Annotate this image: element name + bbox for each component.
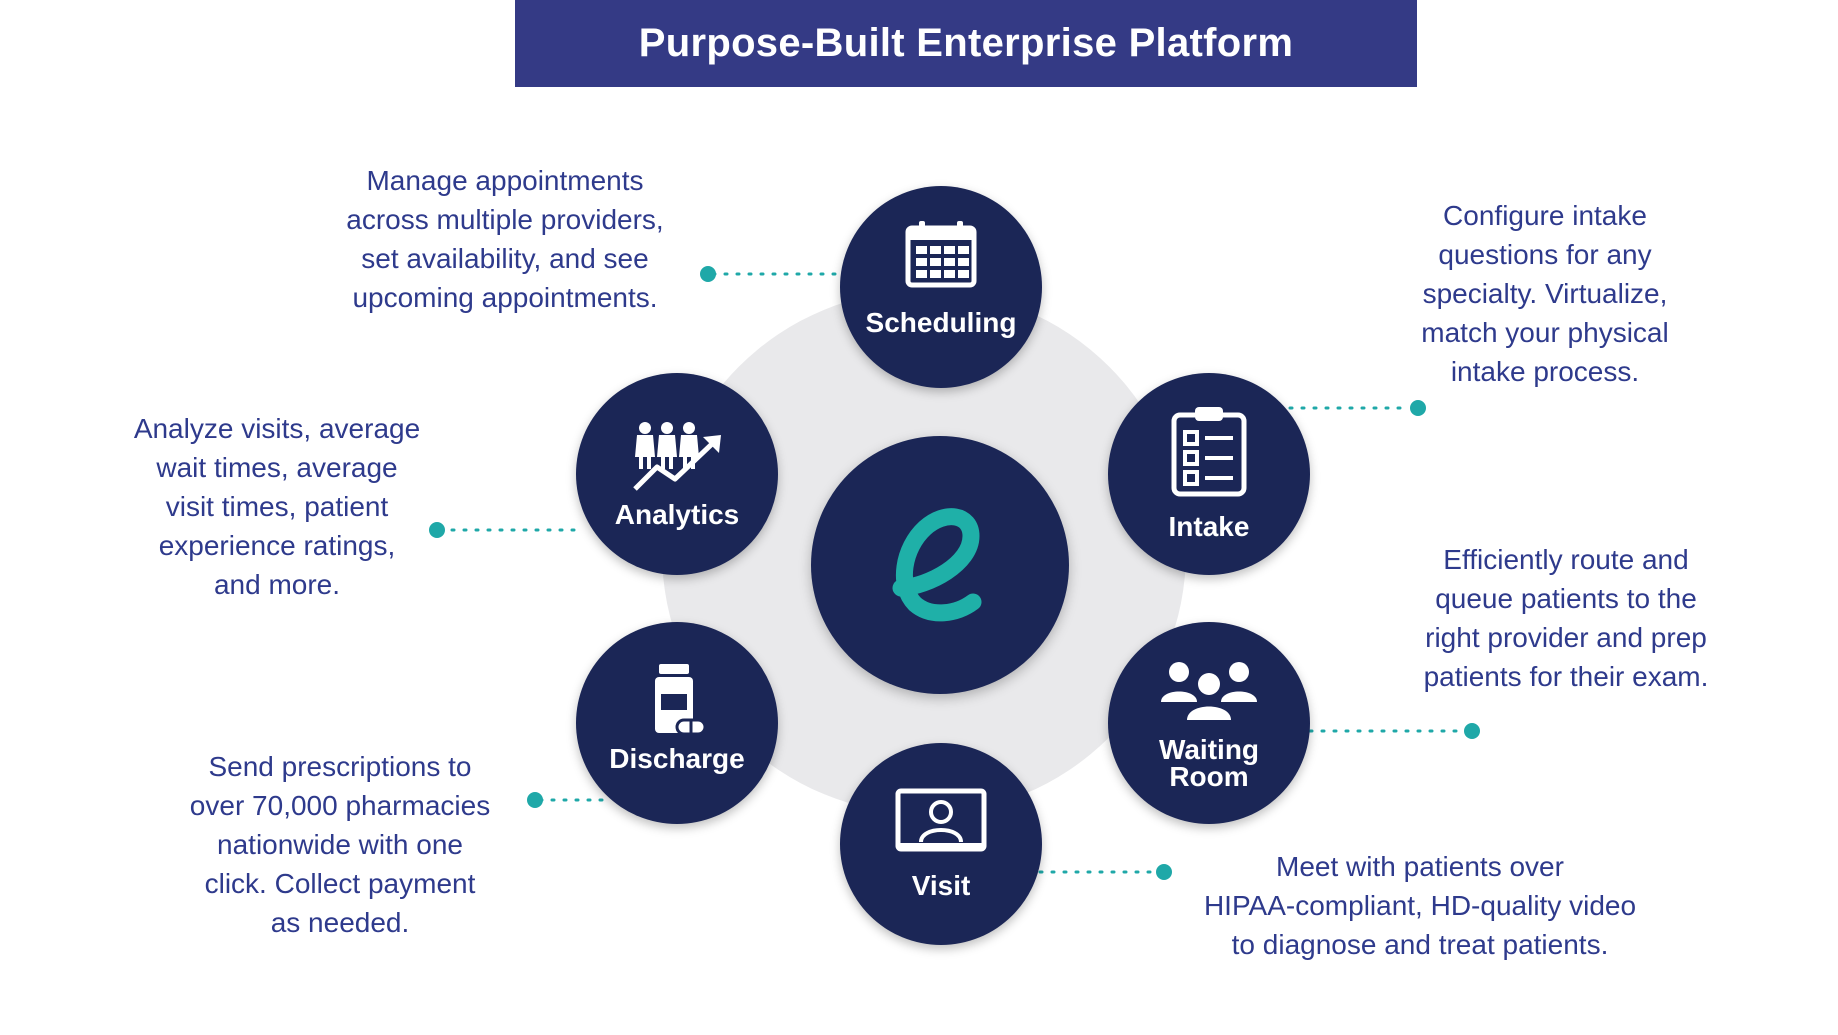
node-label-scheduling: Scheduling — [865, 307, 1017, 338]
endpoint-intake — [1410, 400, 1426, 416]
node-label-discharge: Discharge — [609, 743, 745, 774]
node-label-visit: Visit — [911, 870, 971, 901]
clipboard-checklist-icon — [1171, 407, 1247, 497]
node-label-intake: Intake — [1168, 511, 1250, 542]
node-label-analytics: Analytics — [614, 499, 740, 530]
description-waiting-room: Efficiently route and queue patients to … — [1423, 544, 1709, 692]
description-analytics: Analyze visits, average wait times, aver… — [133, 413, 421, 600]
node-intake[interactable]: Intake — [1108, 373, 1310, 575]
node-discharge[interactable]: Discharge — [576, 622, 778, 824]
node-label-waiting-room: Waiting Room — [1158, 734, 1260, 792]
node-visit[interactable]: Visit — [840, 743, 1042, 945]
description-visit: Meet with patients over HIPAA-compliant,… — [1203, 851, 1637, 960]
title-banner: Purpose-Built Enterprise Platform — [515, 0, 1417, 87]
people-trend-icon — [633, 422, 721, 491]
calendar-icon — [905, 221, 977, 288]
center-logo — [811, 436, 1069, 694]
description-discharge: Send prescriptions to over 70,000 pharma… — [189, 751, 491, 938]
node-scheduling[interactable]: Scheduling — [840, 186, 1042, 388]
e-logo-icon — [892, 508, 982, 622]
endpoint-analytics — [429, 522, 445, 538]
node-analytics[interactable]: Analytics — [576, 373, 778, 575]
people-group-icon — [1161, 662, 1257, 720]
description-intake: Configure intake questions for any speci… — [1421, 200, 1669, 387]
endpoint-waiting-room — [1464, 723, 1480, 739]
endpoint-visit — [1156, 864, 1172, 880]
node-waiting-room[interactable]: Waiting Room — [1108, 622, 1310, 824]
video-call-icon — [895, 788, 987, 852]
endpoint-discharge — [527, 792, 543, 808]
pill-bottle-icon — [655, 664, 707, 736]
page-title: Purpose-Built Enterprise Platform — [638, 21, 1294, 65]
description-scheduling: Manage appointments across multiple prov… — [346, 165, 664, 313]
endpoint-scheduling — [700, 266, 716, 282]
